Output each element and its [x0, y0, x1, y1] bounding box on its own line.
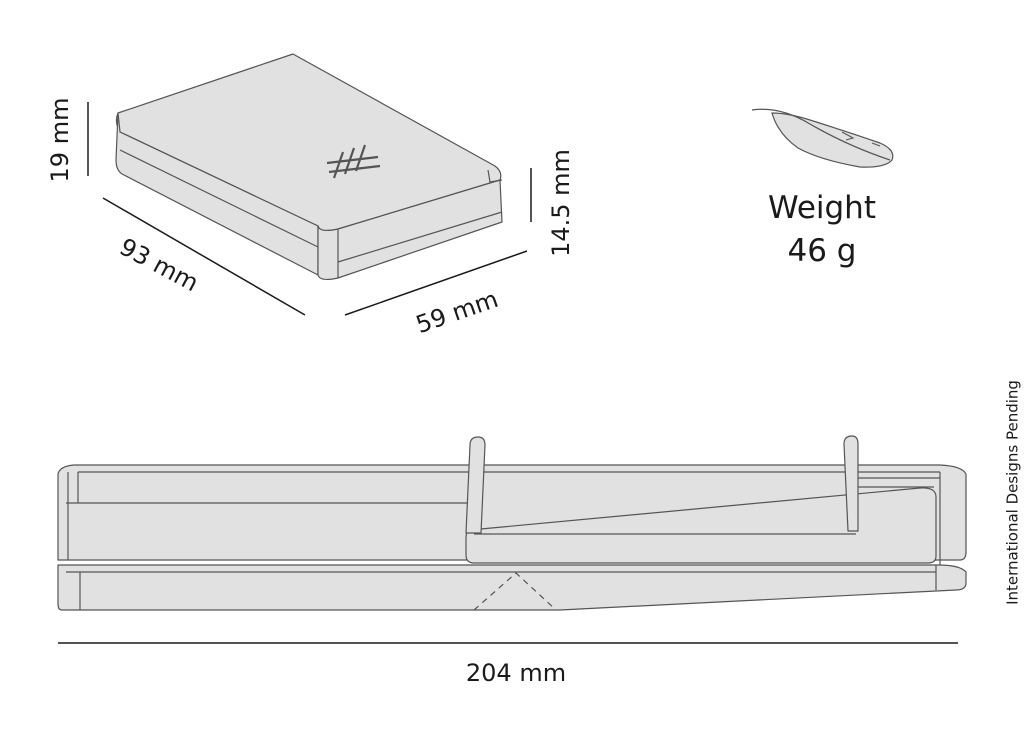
feather-vane: [771, 112, 894, 168]
rear-height-label: 14.5 mm: [547, 149, 575, 257]
case-edge-line: [337, 211, 503, 263]
open-case-illustration: [57, 435, 967, 611]
case-corner-line: [487, 169, 503, 183]
feather-notch: [871, 142, 881, 147]
brand-logo-icon: [326, 144, 381, 179]
sliding-insert: [465, 487, 937, 564]
length-dimension-line: [102, 197, 306, 316]
hinge-dashed-outline: [473, 572, 557, 611]
case-edge-line: [119, 149, 319, 248]
right-upright-tab: [843, 435, 859, 532]
feather-notch: [841, 131, 855, 141]
open-length-label: 204 mm: [465, 659, 567, 687]
height-label: 19 mm: [46, 97, 74, 183]
weight-value: 46 g: [787, 233, 857, 269]
width-dimension-line: [344, 250, 528, 316]
weight-title: Weight: [767, 190, 876, 226]
feather-shaft: [751, 108, 891, 161]
feather-icon: [751, 108, 894, 168]
closed-case-illustration: [115, 53, 503, 281]
designs-pending-note: International Designs Pending: [1003, 380, 1022, 605]
left-upright-tab: [465, 436, 486, 534]
open-case-base: [57, 564, 967, 611]
dimension-lines: [58, 102, 958, 644]
